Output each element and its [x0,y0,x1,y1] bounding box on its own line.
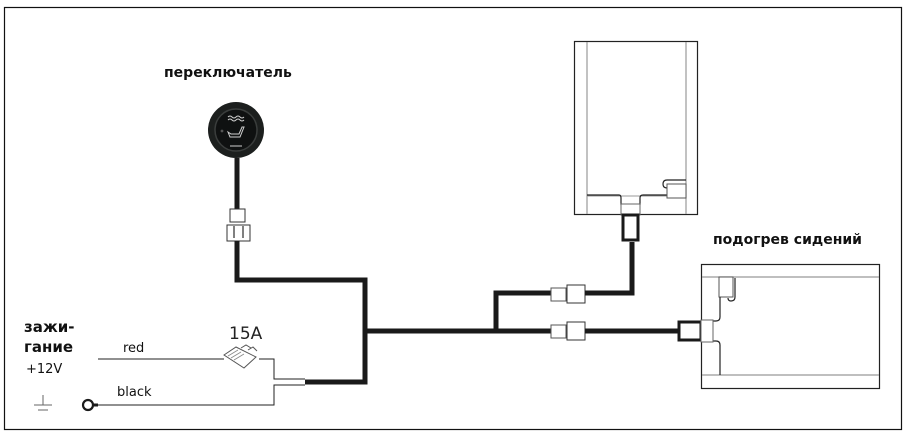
cushion-heater-pad [677,263,881,390]
ring-terminal-icon [81,398,98,412]
ignition-label-line1: зажи- [24,318,75,336]
switch-label: переключатель [164,65,292,81]
fuse-rating-label: 15A [229,324,263,344]
seat-heaters-label: подогрев сидений [713,232,862,248]
fuse-out-wire [259,358,305,380]
harness-backrest-wire [585,242,635,296]
backrest-heater-pad [573,40,699,242]
ignition-label-line2: гание [24,338,74,356]
harness-upper-branch [493,290,554,331]
ground-icon [34,395,52,411]
switch-connector-icon [226,208,251,242]
voltage-label: +12V [26,362,63,377]
inline-connector-upper-icon [550,284,586,304]
switch-icon [208,102,264,158]
inline-connector-lower-icon [550,321,586,341]
fuse-icon [223,344,258,369]
black-wire [96,384,305,406]
black-wire-label: black [117,385,152,400]
red-wire-label: red [123,341,145,356]
harness-switch-branch [234,241,368,385]
diagram-frame [3,6,903,431]
